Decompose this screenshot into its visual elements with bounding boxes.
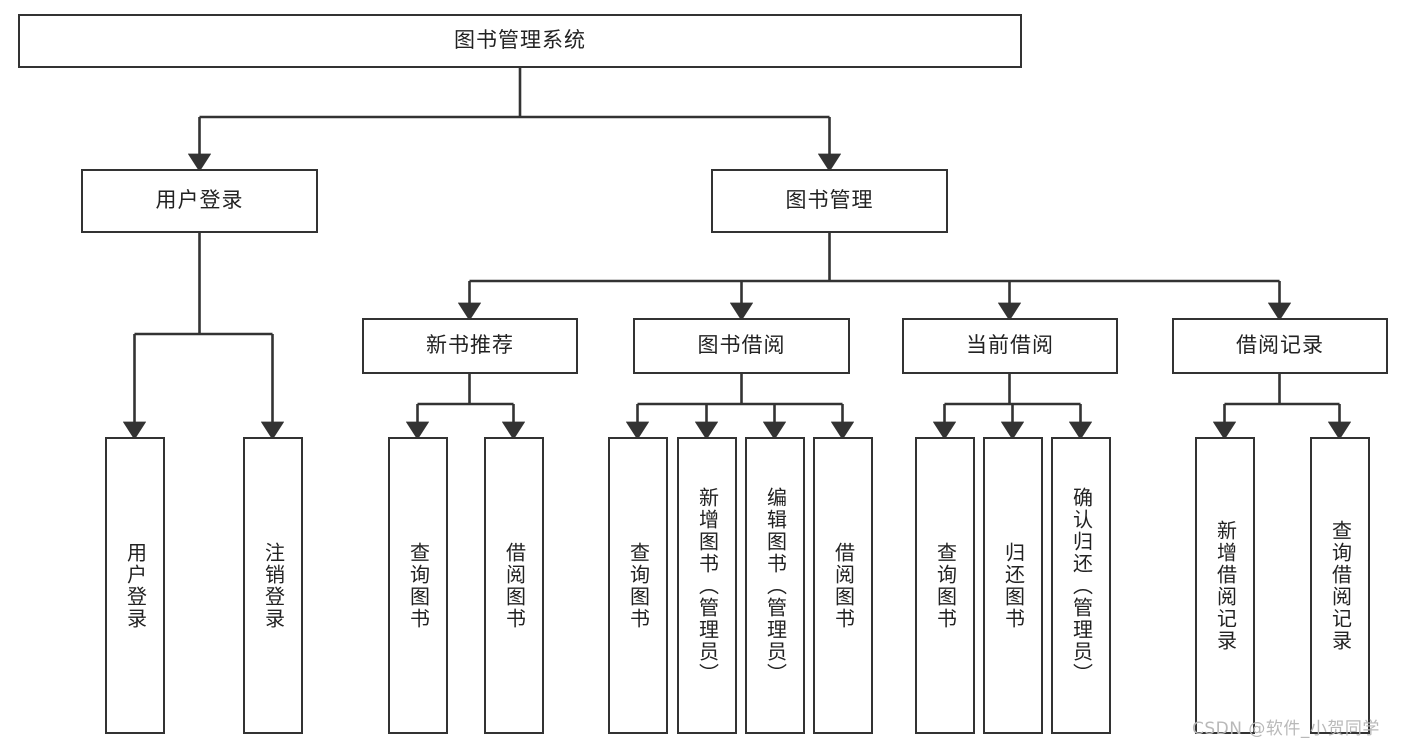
leaf-return-book[interactable]: 归还图书 [983,437,1043,734]
leaf-logout[interactable]: 注销登录 [243,437,303,734]
leaf-borrow-book-1[interactable]: 借阅图书 [484,437,544,734]
leaf-add-borrow-record[interactable]: 新增借阅记录 [1195,437,1255,734]
leaf-borrow-book-1-label: 借阅图书 [502,541,527,630]
node-user-login-label: 用户登录 [155,188,244,213]
leaf-edit-book-label: 编辑图书（管理员） [763,486,788,685]
node-root-system[interactable]: 图书管理系统 [18,14,1022,68]
node-book-borrow-label: 图书借阅 [697,333,786,358]
node-current-borrow[interactable]: 当前借阅 [902,318,1118,374]
leaf-user-login-label: 用户登录 [123,541,148,630]
leaf-query-book-1[interactable]: 查询图书 [388,437,448,734]
node-borrow-record-label: 借阅记录 [1236,333,1324,358]
leaf-query-book-2-label: 查询图书 [626,541,651,630]
node-current-borrow-label: 当前借阅 [966,333,1054,358]
leaf-add-book-label: 新增图书（管理员） [695,486,720,685]
leaf-return-book-label: 归还图书 [1001,541,1026,630]
leaf-query-borrow-record-label: 查询借阅记录 [1328,519,1353,652]
leaf-logout-label: 注销登录 [261,541,286,630]
leaf-user-login[interactable]: 用户登录 [105,437,165,734]
csdn-watermark: CSDN @软件_小贺同学 [1192,719,1380,739]
node-borrow-record[interactable]: 借阅记录 [1172,318,1388,374]
node-user-login[interactable]: 用户登录 [81,169,318,233]
leaf-borrow-book-2-label: 借阅图书 [831,541,856,630]
leaf-query-book-3[interactable]: 查询图书 [915,437,975,734]
leaf-add-book[interactable]: 新增图书（管理员） [677,437,737,734]
leaf-borrow-book-2[interactable]: 借阅图书 [813,437,873,734]
leaf-query-book-1-label: 查询图书 [406,541,431,630]
node-root-system-label: 图书管理系统 [454,28,586,53]
leaf-add-borrow-record-label: 新增借阅记录 [1213,519,1238,652]
node-new-book-recommend[interactable]: 新书推荐 [362,318,578,374]
leaf-confirm-return-label: 确认归还（管理员） [1069,486,1094,685]
leaf-confirm-return[interactable]: 确认归还（管理员） [1051,437,1111,734]
leaf-query-book-3-label: 查询图书 [933,541,958,630]
node-new-book-recommend-label: 新书推荐 [426,333,514,358]
node-book-manage[interactable]: 图书管理 [711,169,948,233]
leaf-query-borrow-record[interactable]: 查询借阅记录 [1310,437,1370,734]
node-book-manage-label: 图书管理 [785,188,874,213]
leaf-query-book-2[interactable]: 查询图书 [608,437,668,734]
node-book-borrow[interactable]: 图书借阅 [633,318,850,374]
leaf-edit-book[interactable]: 编辑图书（管理员） [745,437,805,734]
